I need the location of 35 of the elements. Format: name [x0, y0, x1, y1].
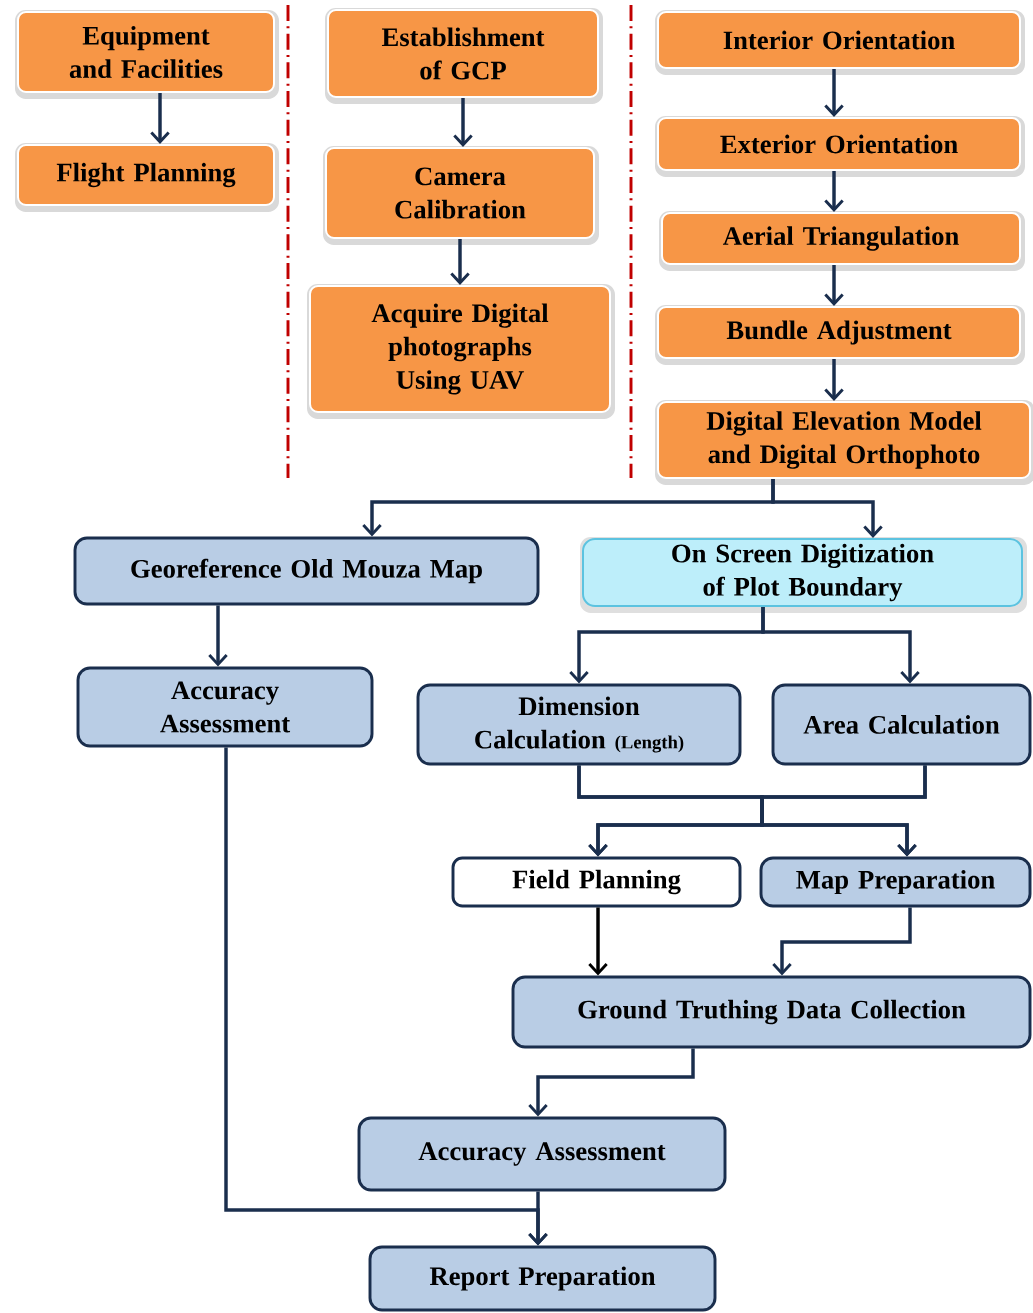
arrow	[208, 605, 228, 667]
arrow	[453, 98, 473, 147]
process-box: On Screen Digitization of Plot Boundary	[580, 537, 1027, 613]
arrow	[450, 239, 470, 285]
process-box: Camera Calibration	[323, 146, 599, 245]
process-box: Accuracy Assessment	[357, 1116, 727, 1192]
process-box: Dimension Calculation (Length)	[416, 683, 742, 766]
arrow	[760, 765, 927, 857]
arrow	[528, 1048, 695, 1117]
arrow	[150, 93, 170, 144]
process-box: Area Calculation	[771, 683, 1032, 766]
process-box: Flight Planning	[15, 143, 279, 212]
arrow	[772, 907, 912, 976]
process-box: Digital Elevation Model and Digital Orthophoto	[655, 400, 1033, 485]
process-box: Acquire Digital photographs Using UAV	[307, 284, 615, 419]
arrow	[824, 265, 844, 306]
process-box: Report Preparation	[368, 1245, 717, 1312]
process-box: Ground Truthing Data Collection	[511, 975, 1032, 1049]
arrow	[588, 907, 608, 976]
process-box: Georeference Old Mouza Map	[73, 536, 540, 606]
process-box: Field Planning	[451, 856, 742, 908]
arrow	[824, 69, 844, 117]
arrow	[761, 607, 920, 684]
process-box: Aerial Triangulation	[659, 211, 1025, 271]
process-box: Exterior Orientation	[655, 116, 1025, 177]
process-box: Equipment and Facilities	[15, 10, 279, 99]
process-box: Accuracy Assessment	[76, 666, 374, 748]
arrow	[771, 479, 883, 538]
process-box: Bundle Adjustment	[655, 305, 1025, 365]
arrow	[824, 359, 844, 401]
arrow	[824, 171, 844, 212]
process-box: Establishment of GCP	[325, 8, 603, 104]
process-box: Map Preparation	[759, 856, 1032, 908]
process-box: Interior Orientation	[655, 10, 1025, 75]
arrow	[528, 1191, 548, 1246]
